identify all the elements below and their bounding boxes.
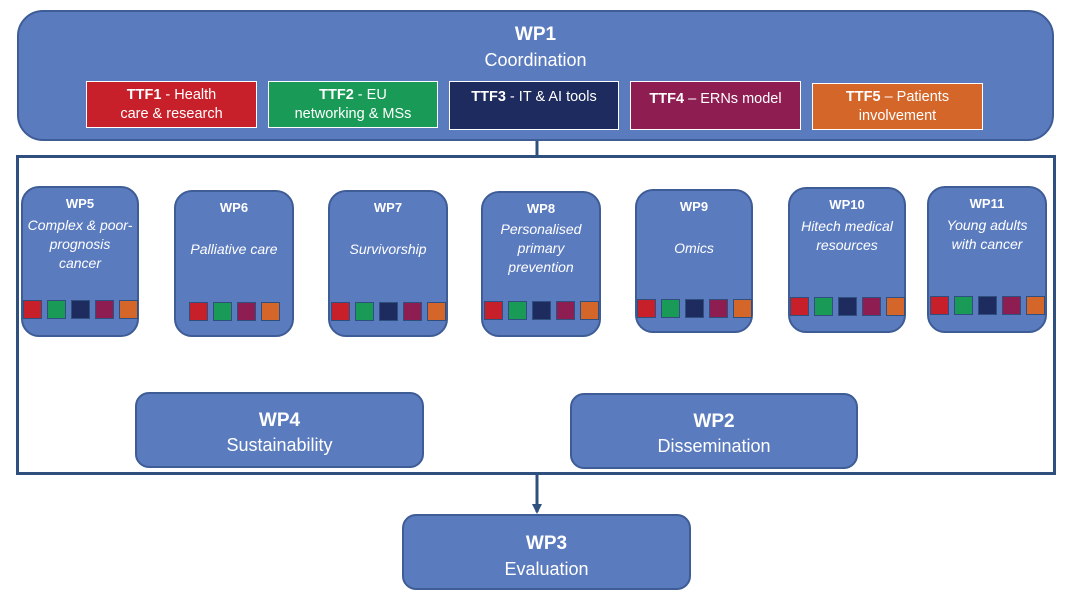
- ttf5-marker: [886, 297, 905, 316]
- ttf3-marker: [685, 299, 704, 318]
- ttf1-code: TTF1: [126, 86, 162, 103]
- ttf4-code: TTF4: [649, 91, 685, 107]
- ttf5-marker: [119, 300, 138, 319]
- ttf2-line1: EU: [366, 86, 387, 103]
- ttf5-marker: [261, 302, 280, 321]
- wp3-code: WP3: [525, 533, 568, 554]
- ttf1-marker: [790, 297, 809, 316]
- ttf3-marker: [71, 300, 90, 319]
- ttf4-marker: [403, 302, 422, 321]
- ttf5-marker: [733, 299, 752, 318]
- ttf4-marker: [95, 300, 114, 319]
- ttf4-marker: [556, 301, 575, 320]
- ttf4-marker: [862, 297, 881, 316]
- ttf2-code: TTF2: [319, 86, 354, 103]
- wp2-code: WP2: [693, 411, 735, 432]
- ttf2-marker: [47, 300, 66, 319]
- wp2-dissemination-box: WP2 Dissemination: [570, 393, 858, 469]
- ttf4-box: TTF4 – ERNs model: [630, 81, 801, 130]
- ttf5-line1: Patients: [896, 88, 950, 105]
- wp4-code: WP4: [258, 410, 301, 431]
- wp4-sustainability-box: WP4 Sustainability: [135, 392, 424, 468]
- wp-code: WP8: [526, 201, 556, 216]
- ttf5-marker: [427, 302, 446, 321]
- ttf5-code: TTF5: [845, 88, 881, 105]
- ttf3-marker: [838, 297, 857, 316]
- ttf5-marker: [1026, 296, 1045, 315]
- wp1-title: Coordination: [484, 50, 587, 70]
- wp-code: WP11: [969, 196, 1005, 211]
- ttf3-marker: [978, 296, 997, 315]
- wp-title: Young adults with cancer: [946, 217, 1028, 252]
- ttf5-line2: involvement: [858, 107, 937, 124]
- ttf2-marker: [355, 302, 374, 321]
- ttf1-marker: [930, 296, 949, 315]
- ttf2-marker: [508, 301, 527, 320]
- ttf2-marker: [661, 299, 680, 318]
- wp-code: WP5: [65, 196, 95, 211]
- wp-title: Hitech medical resources: [801, 218, 893, 253]
- wp1-code: WP1: [514, 24, 557, 45]
- wp2-title: Dissemination: [657, 436, 771, 456]
- wp-code: WP10: [829, 197, 865, 212]
- wp-code: WP9: [679, 199, 709, 214]
- ttf3-box: TTF3 - IT & AI tools: [449, 81, 619, 130]
- wp-title: Survivorship: [349, 241, 427, 257]
- ttf1-marker: [23, 300, 42, 319]
- ttf3-marker: [532, 301, 551, 320]
- ttf3-code: TTF3: [471, 89, 506, 105]
- wp-title: Complex & poor-prognosis cancer: [27, 217, 133, 271]
- wp-title: Personalised primary prevention: [500, 221, 582, 275]
- wp-code: WP7: [373, 200, 403, 215]
- ttf1-marker: [637, 299, 656, 318]
- ttf1-line1: Health: [174, 86, 217, 103]
- ttf2-line2: networking & MSs: [294, 105, 412, 122]
- ttf4-marker: [237, 302, 256, 321]
- wp4-title: Sustainability: [226, 435, 333, 455]
- wp-title: Omics: [674, 240, 714, 256]
- ttf1-marker: [189, 302, 208, 321]
- ttf3-line1: IT & AI tools: [518, 89, 597, 105]
- ttf4-line1: ERNs model: [700, 91, 782, 107]
- ttf3-marker: [379, 302, 398, 321]
- wp3-title: Evaluation: [504, 559, 589, 579]
- ttf2-marker: [954, 296, 973, 315]
- ttf4-marker: [709, 299, 728, 318]
- ttf1-marker: [331, 302, 350, 321]
- wp-title: Palliative care: [190, 241, 278, 257]
- wp-code: WP6: [219, 200, 249, 215]
- ttf4-marker: [1002, 296, 1021, 315]
- ttf2-marker: [213, 302, 232, 321]
- wp3-evaluation-box: WP3 Evaluation: [402, 514, 691, 590]
- ttf1-line2: care & research: [120, 105, 223, 122]
- ttf5-marker: [580, 301, 599, 320]
- ttf2-marker: [814, 297, 833, 316]
- ttf1-marker: [484, 301, 503, 320]
